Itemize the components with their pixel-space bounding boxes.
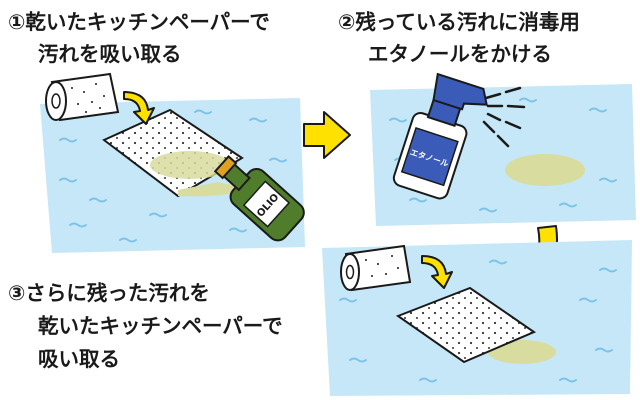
- oil-stain-2: [505, 154, 585, 186]
- step1-instruction: ①乾いたキッチンペーパーで 汚れを吸い取る: [8, 6, 270, 70]
- step1-line1: ①乾いたキッチンペーパーで: [8, 10, 270, 34]
- oil-stain-1: [150, 151, 230, 179]
- step2-scene: エタノール: [370, 72, 636, 226]
- paper-towel-roll-icon: [45, 72, 120, 122]
- curved-arrow-icon: [421, 255, 453, 289]
- spray-mist-lines: [482, 86, 526, 148]
- step2-line2: エタノールをかける: [368, 42, 552, 66]
- spray-bottle-icon: エタノール: [392, 72, 488, 200]
- step2-instruction: ②残っている汚れに消毒用 エタノールをかける: [338, 6, 580, 70]
- olive-oil-bottle-icon: OLIO: [213, 155, 305, 242]
- step1-scene: OLIO: [40, 72, 305, 253]
- right-arrow-icon: [303, 111, 351, 159]
- step3-line2: 乾いたキッチンペーパーで: [38, 314, 283, 338]
- step3-scene: [322, 240, 632, 396]
- step1-line2: 汚れを吸い取る: [38, 42, 182, 66]
- step2-line1: ②残っている汚れに消毒用: [338, 10, 580, 34]
- step3-instruction: ③さらに残った汚れを 乾いたキッチンペーパーで 吸い取る: [8, 277, 283, 376]
- paper-towel-roll-icon: [340, 244, 412, 292]
- step3-line3: 吸い取る: [38, 347, 120, 371]
- curved-arrow-icon: [123, 91, 155, 125]
- oil-stain-3: [488, 340, 556, 364]
- step3-line1: ③さらに残った汚れを: [8, 281, 210, 305]
